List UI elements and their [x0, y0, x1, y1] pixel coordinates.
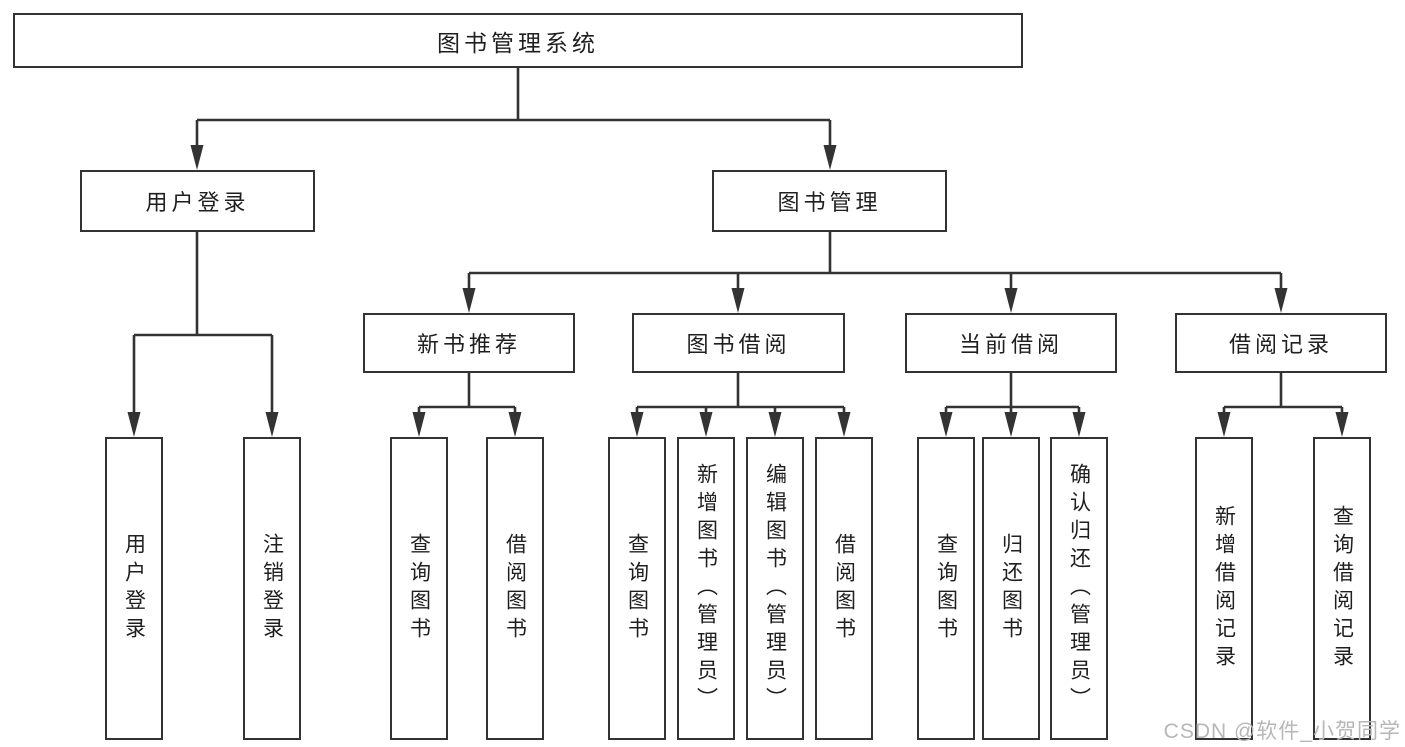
- leaf-user-login: 用户登录: [105, 437, 163, 740]
- node-book-borrow: 图书借阅: [632, 313, 845, 373]
- leaf-return-books: 归还图书: [982, 437, 1040, 740]
- leaf-add-book-admin-label: 新增图书（管理员）: [694, 462, 718, 715]
- node-user-login-label: 用户登录: [145, 190, 250, 215]
- node-root-label: 图书管理系统: [437, 29, 599, 56]
- node-book-borrow-label: 图书借阅: [686, 332, 791, 357]
- node-borrow-records: 借阅记录: [1175, 313, 1387, 373]
- leaf-query-books-recommend: 查询图书: [390, 437, 448, 740]
- node-user-login: 用户登录: [80, 170, 315, 232]
- leaf-query-books-borrow: 查询图书: [608, 437, 666, 740]
- leaf-query-books-current: 查询图书: [917, 437, 975, 740]
- node-borrow-records-label: 借阅记录: [1228, 332, 1333, 357]
- leaf-edit-book-admin: 编辑图书（管理员）: [746, 437, 804, 740]
- leaf-borrow-books: 借阅图书: [815, 437, 873, 740]
- node-book-management-label: 图书管理: [777, 190, 882, 215]
- leaf-borrow-books-recommend-label: 借阅图书: [503, 532, 527, 645]
- leaf-add-borrow-record-label: 新增借阅记录: [1212, 504, 1236, 673]
- node-current-borrow-label: 当前借阅: [958, 332, 1063, 357]
- leaf-query-books-current-label: 查询图书: [934, 532, 958, 645]
- leaf-query-books-recommend-label: 查询图书: [407, 532, 431, 645]
- leaf-user-login-label: 用户登录: [122, 532, 146, 645]
- leaf-borrow-books-label: 借阅图书: [832, 532, 856, 645]
- leaf-confirm-return-admin: 确认归还（管理员）: [1050, 437, 1108, 740]
- node-root-system: 图书管理系统: [13, 13, 1023, 68]
- leaf-query-books-borrow-label: 查询图书: [625, 532, 649, 645]
- leaf-logout-label: 注销登录: [260, 532, 284, 645]
- leaf-add-book-admin: 新增图书（管理员）: [677, 437, 735, 740]
- leaf-return-books-label: 归还图书: [999, 532, 1023, 645]
- node-current-borrow: 当前借阅: [905, 313, 1117, 373]
- leaf-query-borrow-record: 查询借阅记录: [1313, 437, 1371, 740]
- leaf-logout: 注销登录: [243, 437, 301, 740]
- node-new-book-recommend: 新书推荐: [363, 313, 575, 373]
- leaf-add-borrow-record: 新增借阅记录: [1195, 437, 1253, 740]
- node-new-book-recommend-label: 新书推荐: [416, 332, 521, 357]
- leaf-query-borrow-record-label: 查询借阅记录: [1330, 504, 1354, 673]
- leaf-edit-book-admin-label: 编辑图书（管理员）: [763, 462, 787, 715]
- leaf-borrow-books-recommend: 借阅图书: [486, 437, 544, 740]
- csdn-watermark: CSDN @软件_小贺同学: [1163, 720, 1401, 743]
- leaf-confirm-return-admin-label: 确认归还（管理员）: [1067, 462, 1091, 715]
- node-book-management: 图书管理: [712, 170, 947, 232]
